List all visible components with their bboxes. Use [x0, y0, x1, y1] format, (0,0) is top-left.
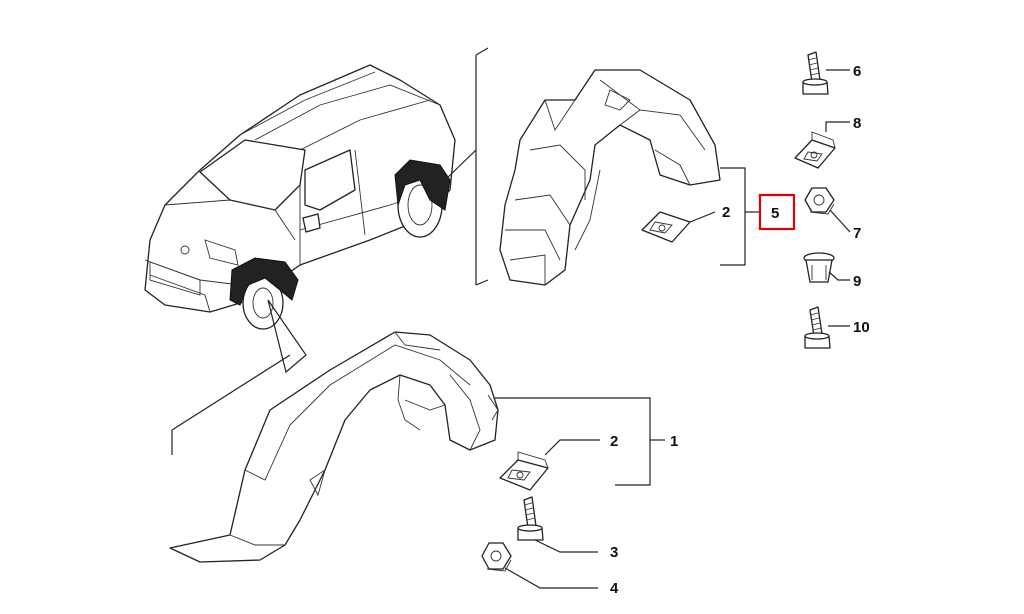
- callout-2-front: 2: [610, 433, 618, 450]
- callout-1: 1: [670, 433, 678, 450]
- van-icon: [144, 64, 456, 330]
- nut-icon: [804, 187, 835, 215]
- callout-6: 6: [853, 63, 861, 80]
- callout-4: 4: [610, 580, 619, 597]
- highlight-box: [758, 193, 796, 231]
- screw-icon: [804, 306, 831, 349]
- callout-10: 10: [853, 319, 870, 336]
- callout-5: 5: [771, 205, 779, 222]
- rear-wheel-arch-liner-icon: [499, 69, 721, 286]
- front-wheel-arch-liner-icon: [169, 331, 499, 563]
- screw-icon: [517, 496, 544, 541]
- callout-2-rear: 2: [722, 204, 730, 221]
- clip-nut-icon: [794, 131, 836, 169]
- callout-9: 9: [853, 273, 861, 290]
- callout-3: 3: [610, 544, 618, 561]
- rivet-icon: [803, 252, 835, 283]
- nut-icon: [481, 542, 512, 572]
- callout-7: 7: [853, 225, 861, 242]
- clip-nut-icon: [499, 451, 549, 491]
- clip-nut-icon: [641, 211, 691, 243]
- screw-icon: [802, 51, 829, 95]
- callout-8: 8: [853, 115, 861, 132]
